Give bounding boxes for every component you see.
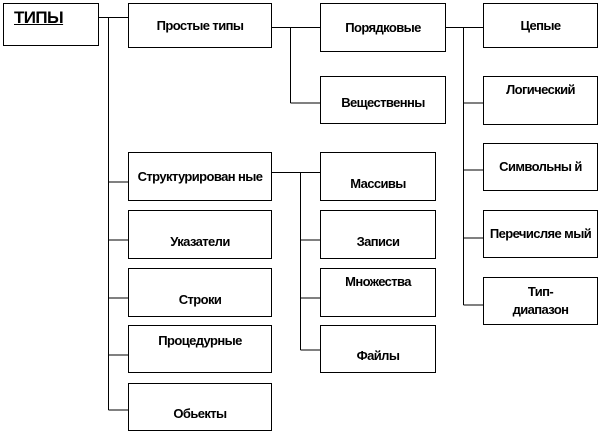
node-ordinal: Порядковые	[320, 3, 446, 52]
node-pointers: Указатели	[128, 210, 272, 259]
node-strings: Строки	[128, 268, 272, 317]
connector-root	[98, 17, 128, 411]
node-integer: Цепые	[483, 3, 598, 48]
connector-ordinal	[445, 27, 483, 306]
node-sets: Множества	[320, 268, 436, 317]
node-files: Файлы	[320, 325, 436, 373]
node-range: Тип-диапазон	[483, 277, 598, 325]
node-simple-types: Простые типы	[128, 3, 272, 48]
node-char: Символьны й	[483, 143, 598, 191]
connector-simple	[271, 27, 320, 104]
node-real: Вещественны	[320, 76, 446, 124]
connector-structured	[271, 172, 320, 351]
node-structured-types: Структурирован ные	[128, 152, 272, 201]
node-root: ТИПЫ	[3, 3, 99, 46]
node-arrays: Массивы	[320, 152, 436, 201]
node-procedural: Процедурные	[128, 325, 272, 373]
node-objects: Обьекты	[128, 383, 272, 431]
node-records: Записи	[320, 210, 436, 259]
node-enum: Перечисляе мый	[483, 210, 598, 258]
node-logical: Логический	[483, 76, 598, 125]
